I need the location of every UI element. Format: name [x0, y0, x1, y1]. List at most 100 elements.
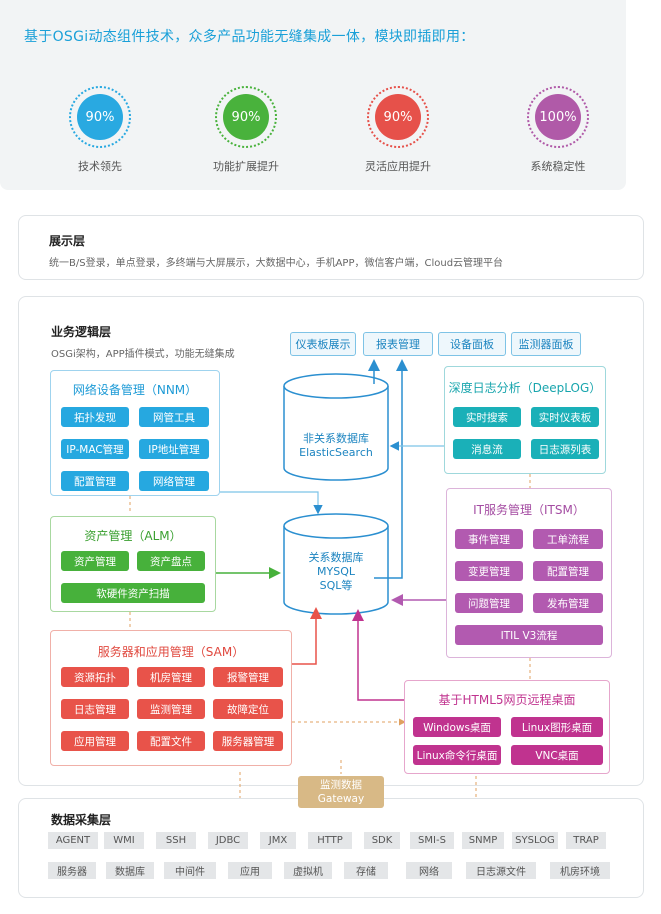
stat-flexibility: 90% 灵活应用提升 — [338, 86, 458, 174]
itsm-title: IT服务管理（ITSM） — [473, 503, 585, 517]
itsm-release[interactable]: 发布管理 — [533, 593, 603, 613]
nosql-label: 非关系数据库 ElasticSearch — [284, 432, 388, 460]
sam-resource-topology[interactable]: 资源拓扑 — [61, 667, 129, 687]
itsm-config[interactable]: 配置管理 — [533, 561, 603, 581]
nnm-config[interactable]: 配置管理 — [61, 471, 129, 491]
gateway-line2: Gateway — [317, 793, 365, 805]
stat-ring: 90% — [215, 86, 277, 148]
target-server: 服务器 — [48, 862, 96, 879]
arrow-sam-to-sql — [292, 607, 322, 665]
protocol-sdk: SDK — [364, 832, 400, 849]
nnm-network[interactable]: 网络管理 — [139, 471, 209, 491]
sam-config-file[interactable]: 配置文件 — [137, 731, 205, 751]
stat-tech-lead: 90% 技术领先 — [40, 86, 160, 174]
itsm-change[interactable]: 变更管理 — [455, 561, 523, 581]
target-database: 数据库 — [106, 862, 154, 879]
sql-label-line2: MYSQL — [317, 565, 355, 578]
sql-database-cylinder — [283, 513, 389, 615]
itsm-itil-process[interactable]: ITIL V3流程 — [455, 625, 603, 645]
target-middleware: 中间件 — [164, 862, 216, 879]
arrow-html5-to-sql — [352, 609, 404, 701]
protocol-wmi: WMI — [104, 832, 144, 849]
itsm-module: IT服务管理（ITSM） 事件管理 工单流程 变更管理 配置管理 问题管理 发布… — [446, 488, 612, 658]
sam-module: 服务器和应用管理（SAM） 资源拓扑 机房管理 报警管理 日志管理 监测管理 故… — [50, 630, 292, 766]
sam-datacenter[interactable]: 机房管理 — [137, 667, 205, 687]
nnm-ip-mac[interactable]: IP-MAC管理 — [61, 439, 129, 459]
nosql-label-line2: ElasticSearch — [299, 446, 373, 459]
sql-label-line3: SQL等 — [319, 579, 353, 592]
business-desc: OSGi架构，APP插件模式，功能无缝集成 — [51, 349, 235, 360]
sam-fault-locate[interactable]: 故障定位 — [213, 699, 283, 719]
collection-title: 数据采集层 — [51, 813, 112, 827]
alm-asset-management[interactable]: 资产管理 — [61, 551, 129, 571]
nnm-ip-address[interactable]: IP地址管理 — [139, 439, 209, 459]
stat-label: 功能扩展提升 — [213, 160, 279, 173]
alm-asset-scan[interactable]: 软硬件资产扫描 — [61, 583, 205, 603]
sam-alarm[interactable]: 报警管理 — [213, 667, 283, 687]
protocol-jdbc: JDBC — [208, 832, 248, 849]
sam-log[interactable]: 日志管理 — [61, 699, 129, 719]
stat-value: 90% — [223, 94, 269, 140]
protocol-snmp: SNMP — [462, 832, 504, 849]
stat-label: 灵活应用提升 — [365, 160, 431, 173]
stat-ring: 100% — [527, 86, 589, 148]
presentation-layer: 展示层 统一B/S登录，单点登录，多终端与大屏展示，大数据中心，手机APP，微信… — [18, 215, 644, 280]
html5-windows-desktop[interactable]: Windows桌面 — [413, 717, 501, 737]
arrow-nnm-to-sql — [220, 491, 323, 515]
stat-stability: 100% 系统稳定性 — [498, 86, 618, 174]
nnm-network-tools[interactable]: 网管工具 — [139, 407, 209, 427]
feature-headline: 基于OSGi动态组件技术，众多产品功能无缝集成一体，模块即插即用： — [24, 29, 475, 45]
deeplog-realtime-search[interactable]: 实时搜索 — [453, 407, 521, 427]
html5-vnc-desktop[interactable]: VNC桌面 — [511, 745, 603, 765]
nnm-title: 网络设备管理（NNM） — [72, 383, 198, 397]
deeplog-title: 深度日志分析（DeepLOG） — [448, 381, 602, 395]
target-vm: 虚拟机 — [284, 862, 332, 879]
target-datacenter-env: 机房环境 — [550, 862, 610, 879]
deeplog-log-sources[interactable]: 日志源列表 — [531, 439, 599, 459]
deeplog-realtime-dashboard[interactable]: 实时仪表板 — [531, 407, 599, 427]
protocol-jmx: JMX — [260, 832, 296, 849]
protocol-agent: AGENT — [48, 832, 98, 849]
sam-application[interactable]: 应用管理 — [61, 731, 129, 751]
stat-feature-expansion: 90% 功能扩展提升 — [186, 86, 306, 174]
itsm-incident[interactable]: 事件管理 — [455, 529, 523, 549]
nnm-module: 网络设备管理（NNM） 拓扑发现 网管工具 IP-MAC管理 IP地址管理 配置… — [50, 370, 220, 496]
nosql-label-line1: 非关系数据库 — [303, 432, 369, 445]
html5-linux-cli-desktop[interactable]: Linux命令行桌面 — [413, 745, 501, 765]
html5-desktop-module: 基于HTML5网页远程桌面 Windows桌面 Linux图形桌面 Linux命… — [404, 680, 610, 774]
nnm-topology-discovery[interactable]: 拓扑发现 — [61, 407, 129, 427]
sam-monitor[interactable]: 监测管理 — [137, 699, 205, 719]
itsm-problem[interactable]: 问题管理 — [455, 593, 523, 613]
itsm-workflow[interactable]: 工单流程 — [533, 529, 603, 549]
protocol-ssh: SSH — [156, 832, 196, 849]
deeplog-message-stream[interactable]: 消息流 — [453, 439, 521, 459]
protocol-http: HTTP — [308, 832, 352, 849]
protocol-smis: SMI-S — [410, 832, 454, 849]
target-log-files: 日志源文件 — [466, 862, 536, 879]
tag-monitor-panel[interactable]: 监测器面板 — [511, 332, 581, 356]
stat-value: 100% — [535, 94, 581, 140]
alm-asset-inventory[interactable]: 资产盘点 — [137, 551, 205, 571]
stat-ring: 90% — [69, 86, 131, 148]
presentation-desc: 统一B/S登录，单点登录，多终端与大屏展示，大数据中心，手机APP，微信客户端，… — [49, 258, 504, 269]
protocol-trap: TRAP — [566, 832, 606, 849]
alm-title: 资产管理（ALM） — [84, 529, 182, 543]
tag-report[interactable]: 报表管理 — [363, 332, 433, 356]
stat-label: 系统稳定性 — [530, 160, 586, 173]
sam-server[interactable]: 服务器管理 — [213, 731, 283, 751]
stat-value: 90% — [375, 94, 421, 140]
gateway-line1: 监测数据 — [320, 779, 362, 791]
alm-module: 资产管理（ALM） 资产管理 资产盘点 软硬件资产扫描 — [50, 516, 216, 612]
target-network: 网络 — [406, 862, 452, 879]
tag-dashboard[interactable]: 仪表板展示 — [290, 332, 356, 356]
sql-label-line1: 关系数据库 — [308, 551, 364, 564]
tag-device-panel[interactable]: 设备面板 — [438, 332, 506, 356]
html5-linux-gui-desktop[interactable]: Linux图形桌面 — [511, 717, 603, 737]
stat-value: 90% — [77, 94, 123, 140]
stat-label: 技术领先 — [78, 160, 122, 173]
sql-label: 关系数据库 MYSQL SQL等 — [284, 551, 388, 593]
stat-ring: 90% — [367, 86, 429, 148]
business-title: 业务逻辑层 — [51, 325, 112, 339]
html5-title: 基于HTML5网页远程桌面 — [438, 693, 576, 707]
